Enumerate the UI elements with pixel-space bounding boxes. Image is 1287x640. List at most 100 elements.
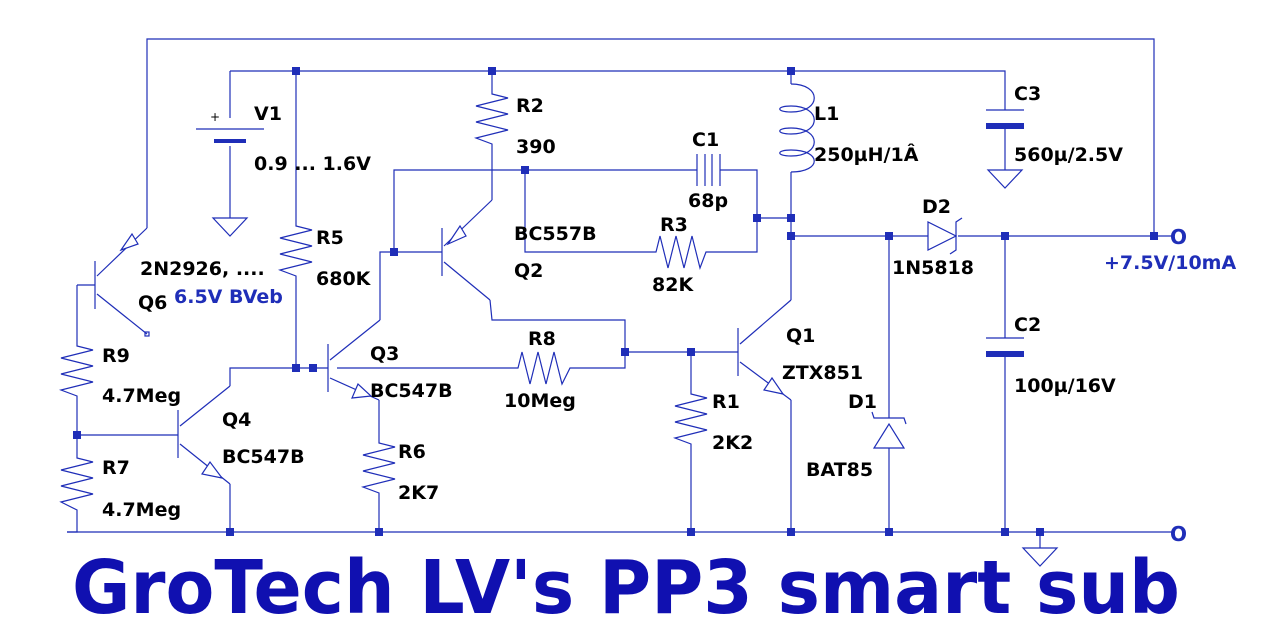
r3-value-label: 82K bbox=[652, 274, 694, 296]
output-voltage-label: +7.5V/10mA bbox=[1104, 252, 1236, 274]
q6-transistor-symbol bbox=[77, 227, 150, 337]
wire-q2-base bbox=[379, 251, 442, 320]
r6-name-label: R6 bbox=[398, 441, 426, 463]
d2-name-label: D2 bbox=[922, 196, 951, 218]
junction-dot bbox=[292, 67, 300, 75]
junction-dot bbox=[621, 348, 629, 356]
junction-dot bbox=[687, 348, 695, 356]
q4-name-label: Q4 bbox=[222, 409, 251, 431]
r7-name-label: R7 bbox=[102, 457, 130, 479]
q3-transistor-symbol bbox=[327, 319, 381, 401]
r2-name-label: R2 bbox=[516, 95, 544, 117]
junction-dot bbox=[1001, 528, 1009, 536]
r7-resistor-symbol bbox=[59, 450, 94, 517]
r7-value-label: 4.7Meg bbox=[102, 499, 181, 521]
q2-transistor-symbol bbox=[441, 199, 493, 301]
r1-name-label: R1 bbox=[712, 391, 740, 413]
r9-resistor-symbol bbox=[58, 338, 94, 402]
output-ground-terminal[interactable]: O bbox=[1170, 522, 1187, 546]
r9-name-label: R9 bbox=[102, 345, 130, 367]
v1-value-label: 0.9 ... 1.6V bbox=[254, 153, 371, 175]
junction-dot bbox=[885, 528, 893, 536]
r8-name-label: R8 bbox=[528, 328, 556, 350]
junction-dot bbox=[1150, 232, 1158, 240]
junction-dot bbox=[787, 67, 795, 75]
c3-value-label: 560µ/2.5V bbox=[1014, 144, 1123, 166]
r9-value-label: 4.7Meg bbox=[102, 385, 181, 407]
v1-battery-symbol: + bbox=[196, 110, 264, 143]
r5-name-label: R5 bbox=[316, 227, 344, 249]
d1-diode-symbol bbox=[871, 411, 907, 449]
c2-capacitor-symbol bbox=[986, 337, 1024, 357]
d2-value-label: 1N5818 bbox=[892, 257, 974, 279]
r8-resistor-symbol bbox=[510, 351, 578, 386]
q3-value-label: BC547B bbox=[370, 380, 453, 402]
q6-value-label: 2N2926, .... bbox=[140, 258, 265, 280]
output-positive-terminal[interactable]: O bbox=[1170, 225, 1187, 249]
junction-dot bbox=[226, 528, 234, 536]
ground-icon-v1 bbox=[211, 217, 249, 237]
junction-dot bbox=[753, 214, 761, 222]
q2-value-label: BC557B bbox=[514, 223, 597, 245]
r3-resistor-symbol bbox=[648, 235, 712, 271]
v1-name-label: V1 bbox=[254, 103, 282, 125]
battery-plus-sign: + bbox=[210, 110, 220, 124]
wire-positive-rail bbox=[230, 70, 1006, 110]
r1-resistor-symbol bbox=[672, 386, 708, 452]
c1-value-label: 68p bbox=[688, 190, 728, 212]
junction-dot bbox=[1036, 528, 1044, 536]
wire-r8-to-q1-base bbox=[578, 351, 738, 369]
q6-note-label: 6.5V BVeb bbox=[174, 286, 283, 308]
junction-dot bbox=[390, 248, 398, 256]
ground-icon-main bbox=[1021, 547, 1059, 567]
junction-dot bbox=[73, 431, 81, 439]
r1-value-label: 2K2 bbox=[712, 432, 753, 454]
r6-value-label: 2K7 bbox=[398, 482, 439, 504]
junction-dot bbox=[687, 528, 695, 536]
c3-name-label: C3 bbox=[1014, 83, 1041, 105]
q2-name-label: Q2 bbox=[514, 260, 543, 282]
d1-value-label: BAT85 bbox=[806, 459, 873, 481]
c2-value-label: 100µ/16V bbox=[1014, 375, 1116, 397]
c1-name-label: C1 bbox=[692, 129, 719, 151]
junction-dot bbox=[375, 528, 383, 536]
r2-value-label: 390 bbox=[516, 136, 556, 158]
d1-name-label: D1 bbox=[848, 391, 877, 413]
r5-resistor-symbol bbox=[277, 218, 313, 282]
junction-dot bbox=[885, 232, 893, 240]
r8-value-label: 10Meg bbox=[504, 390, 576, 412]
l1-name-label: L1 bbox=[814, 103, 839, 125]
l1-inductor-symbol bbox=[779, 83, 815, 173]
c2-name-label: C2 bbox=[1014, 314, 1041, 336]
r3-name-label: R3 bbox=[660, 214, 688, 236]
junction-dot bbox=[1001, 232, 1009, 240]
component-labels: V1 0.9 ... 1.6V R2 390 C1 68p L1 250µH/1… bbox=[102, 83, 1236, 521]
wire-q2-collector bbox=[489, 299, 626, 352]
r5-value-label: 680K bbox=[316, 268, 372, 290]
wire-r3-left bbox=[524, 170, 648, 253]
wire-c1-left bbox=[393, 169, 697, 252]
wire-top-outer bbox=[146, 38, 1155, 236]
junction-dot bbox=[488, 67, 496, 75]
q4-value-label: BC547B bbox=[222, 446, 305, 468]
junction-dot bbox=[787, 214, 795, 222]
q1-name-label: Q1 bbox=[786, 325, 815, 347]
d2-diode-symbol bbox=[927, 217, 963, 255]
junction-dot bbox=[521, 166, 529, 174]
q4-transistor-symbol bbox=[177, 385, 231, 485]
c1-capacitor-symbol bbox=[696, 154, 721, 186]
junction-dots bbox=[73, 67, 1158, 536]
r6-resistor-symbol bbox=[360, 435, 396, 500]
q1-value-label: ZTX851 bbox=[782, 362, 863, 384]
wire-c1-right bbox=[712, 169, 758, 253]
junction-dot bbox=[787, 528, 795, 536]
junction-dot bbox=[787, 232, 795, 240]
junction-dot bbox=[309, 364, 317, 372]
l1-value-label: 250µH/1Â bbox=[814, 143, 919, 166]
page-title: GroTech LV's PP3 smart sub bbox=[72, 545, 1180, 631]
junction-dot bbox=[292, 364, 300, 372]
q3-name-label: Q3 bbox=[370, 343, 399, 365]
q1-transistor-symbol bbox=[737, 299, 792, 401]
ground-icon-c3 bbox=[986, 169, 1024, 189]
